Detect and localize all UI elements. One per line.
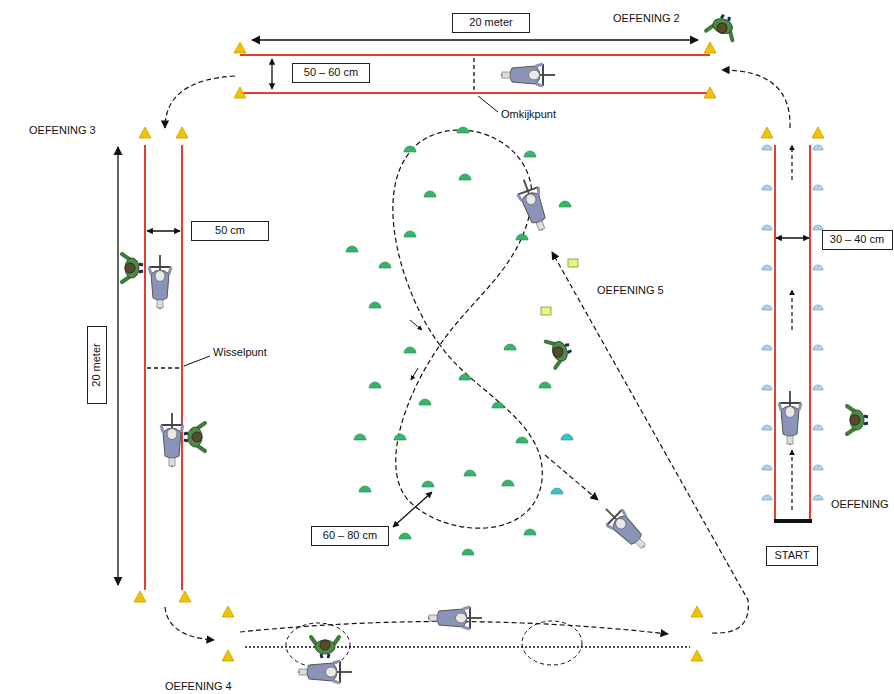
dimension-text: 50 – 60 cm bbox=[304, 66, 358, 79]
marker-dome bbox=[524, 529, 536, 535]
marker-dome bbox=[457, 127, 469, 133]
dimension-box: 30 – 40 cm bbox=[822, 230, 893, 250]
marker-dome bbox=[516, 234, 528, 240]
marker-dome bbox=[369, 302, 381, 308]
marker-dome bbox=[359, 486, 371, 492]
exercise-label: Omkijkpunt bbox=[500, 108, 557, 121]
marker-dome bbox=[502, 480, 514, 486]
marker-dome bbox=[419, 399, 431, 405]
marker-dome bbox=[464, 470, 476, 476]
dimension-text: 20 meter bbox=[469, 16, 512, 29]
dimension-box: 50 cm bbox=[191, 221, 269, 241]
marker-dome bbox=[354, 434, 366, 440]
exercise-label: OEFENING bbox=[830, 498, 889, 511]
marker-dome bbox=[369, 382, 381, 388]
marker-dome bbox=[492, 402, 504, 408]
marker-dome bbox=[504, 344, 516, 350]
exercise-label: OEFENING 4 bbox=[164, 680, 233, 693]
exercise-label: OEFENING 5 bbox=[596, 284, 665, 297]
dimension-box: 20 meter bbox=[452, 13, 530, 33]
marker-dome bbox=[404, 347, 416, 353]
dimension-box: 60 – 80 cm bbox=[311, 526, 389, 546]
marker-dome bbox=[539, 382, 551, 388]
marker-dome bbox=[424, 191, 436, 197]
dimension-text: 30 – 40 cm bbox=[830, 233, 884, 246]
exercise-label: Wisselpunt bbox=[212, 346, 268, 359]
marker-dome bbox=[394, 434, 406, 440]
dimension-text: 50 cm bbox=[215, 224, 245, 237]
marker-dome bbox=[404, 146, 416, 152]
marker-dome bbox=[524, 151, 536, 157]
dimension-text: 60 – 80 cm bbox=[323, 529, 377, 542]
marker-dome bbox=[346, 246, 358, 252]
dimension-box: START bbox=[766, 546, 818, 566]
dimension-box: 50 – 60 cm bbox=[292, 63, 370, 83]
marker-dome bbox=[379, 262, 391, 268]
marker-dome bbox=[422, 481, 434, 487]
exercise-label: OEFENING 3 bbox=[28, 124, 97, 137]
marker-dome bbox=[399, 533, 411, 539]
exercise-label: OEFENING 2 bbox=[612, 12, 681, 25]
marker-dome bbox=[459, 174, 471, 180]
dimension-text: 20 meter bbox=[90, 343, 103, 386]
marker-dome bbox=[462, 549, 474, 555]
marker-dome bbox=[559, 201, 571, 207]
marker-dome bbox=[459, 374, 471, 380]
marker-dome bbox=[404, 231, 416, 237]
marker-dome bbox=[516, 437, 528, 443]
dimension-text: START bbox=[774, 549, 809, 562]
dimension-box: 20 meter bbox=[87, 326, 107, 404]
